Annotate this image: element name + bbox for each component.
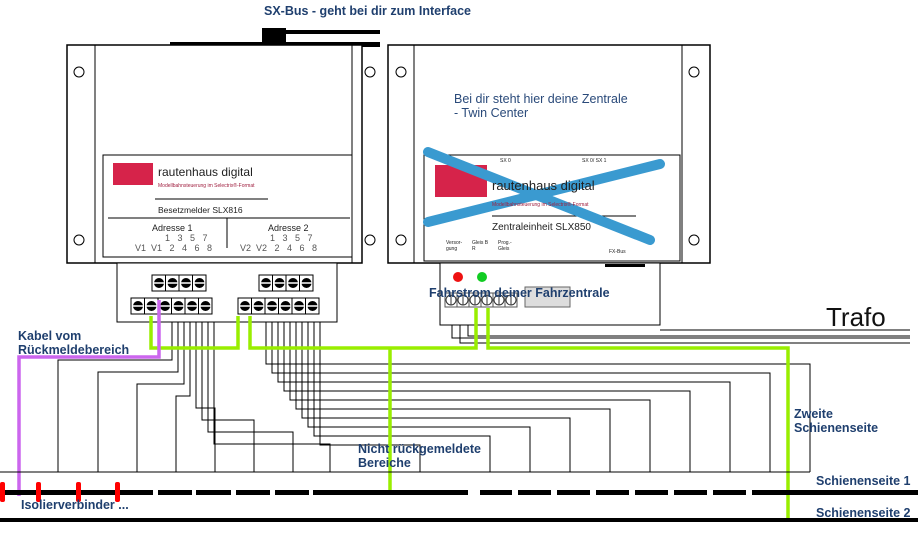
track-power-wire	[149, 308, 790, 521]
isolator-label: Isolierverbinder ...	[21, 498, 129, 512]
rail-segment	[674, 490, 707, 495]
product-2: Zentraleinheit SLX850	[492, 222, 591, 233]
brand-2: rautenhaus digital	[492, 178, 595, 193]
rail-segment	[158, 490, 192, 495]
second-rail-label-2: Schienenseite	[794, 421, 879, 435]
tagline-1: Modellbahnsteuerung im Selectrix®-Format	[158, 183, 255, 189]
feedback-wire	[295, 314, 611, 472]
tagline-2: Modellbahnsteuerung im Selectrix®-Format	[492, 202, 589, 208]
feedback-wire	[201, 314, 255, 472]
feedback-wire	[313, 314, 491, 472]
product-1: Besetzmelder SLX816	[158, 205, 243, 215]
rail-segment	[635, 490, 668, 495]
feedback-cable-label-2: Rückmeldebereich	[18, 343, 130, 357]
central-note-line-1: Bei dir steht hier deine Zentrale	[454, 92, 628, 106]
unmonitored-label: Nicht rückgemeldete Bereiche	[358, 442, 481, 470]
versorgung-label: Versor-gung	[446, 240, 463, 252]
feedback-wire	[175, 314, 191, 472]
pins-row-2: V2 V2 2 4 6 8	[240, 243, 318, 253]
feedback-wire	[207, 314, 294, 472]
feedback-cable-label: Kabel vom Rückmeldebereich	[18, 329, 129, 357]
sx0-label: SX 0	[500, 158, 511, 164]
feedback-wire	[283, 314, 691, 472]
rail-2-label: Schienenseite 2	[816, 506, 911, 520]
address-1-label: Adresse 1	[152, 223, 193, 233]
feedback-wire	[301, 314, 571, 472]
brand-1: rautenhaus digital	[158, 165, 253, 179]
rail-segment	[713, 490, 746, 495]
second-rail-label-1: Zweite	[794, 407, 833, 421]
unmonitored-label-2: Bereiche	[358, 456, 411, 470]
central-note: Bei dir steht hier deine Zentrale - Twin…	[454, 92, 628, 120]
sx-bus-label: SX-Bus - geht bei dir zum Interface	[264, 4, 471, 18]
rail-1-label: Schienenseite 1	[816, 474, 911, 488]
feedback-wire	[57, 314, 173, 472]
rail-segment	[236, 490, 270, 495]
fx-bus-connector	[524, 286, 571, 308]
pins-odd-2: 1 3 5 7	[270, 233, 313, 243]
feedback-cable	[17, 300, 161, 496]
rail-segment	[518, 490, 551, 495]
address-2-label: Adresse 2	[268, 223, 309, 233]
second-rail-label: Zweite Schienenseite	[794, 407, 878, 435]
led-red	[453, 272, 463, 282]
feedback-wires	[57, 306, 910, 472]
fxbus-label: FX-Bus	[609, 249, 626, 255]
occupancy-detector-module	[66, 44, 376, 264]
feedback-wire	[213, 314, 331, 472]
feedback-wire	[319, 314, 421, 472]
prog-label: Prog.-Gleis	[498, 240, 512, 252]
rail-side-2	[0, 518, 918, 522]
rail-segment	[480, 490, 512, 495]
isolator-joints	[0, 482, 120, 502]
rail-segment	[275, 490, 309, 495]
feedback-wire	[195, 314, 216, 472]
feedback-wire	[271, 314, 771, 472]
rail-segment	[752, 490, 918, 495]
sx01-label: SX 0/ SX 1	[582, 158, 607, 164]
trafo-label: Trafo	[826, 302, 886, 332]
led-green	[477, 272, 487, 282]
gleis-label: Gleis B R	[472, 240, 489, 252]
feedback-wire	[97, 314, 179, 472]
feedback-wire	[265, 314, 811, 472]
rail-segment	[557, 490, 590, 495]
feedback-wire	[307, 314, 531, 472]
fahrstrom-label: Fahrstrom deiner Fahrzentrale	[429, 286, 610, 300]
unmonitored-label-1: Nicht rückgemeldete	[358, 442, 481, 456]
feedback-wire	[289, 314, 651, 472]
pins-odd-1: 1 3 5 7	[165, 233, 208, 243]
pins-row-1: V1 V1 2 4 6 8	[135, 243, 213, 253]
feedback-cable-label-1: Kabel vom	[18, 329, 82, 343]
rail-segment	[313, 490, 468, 495]
crossed-out-mark	[423, 147, 665, 245]
central-note-line-2: - Twin Center	[454, 106, 529, 120]
rail-segment	[596, 490, 629, 495]
rail-segment	[196, 490, 231, 495]
rail-side-1	[0, 490, 918, 495]
